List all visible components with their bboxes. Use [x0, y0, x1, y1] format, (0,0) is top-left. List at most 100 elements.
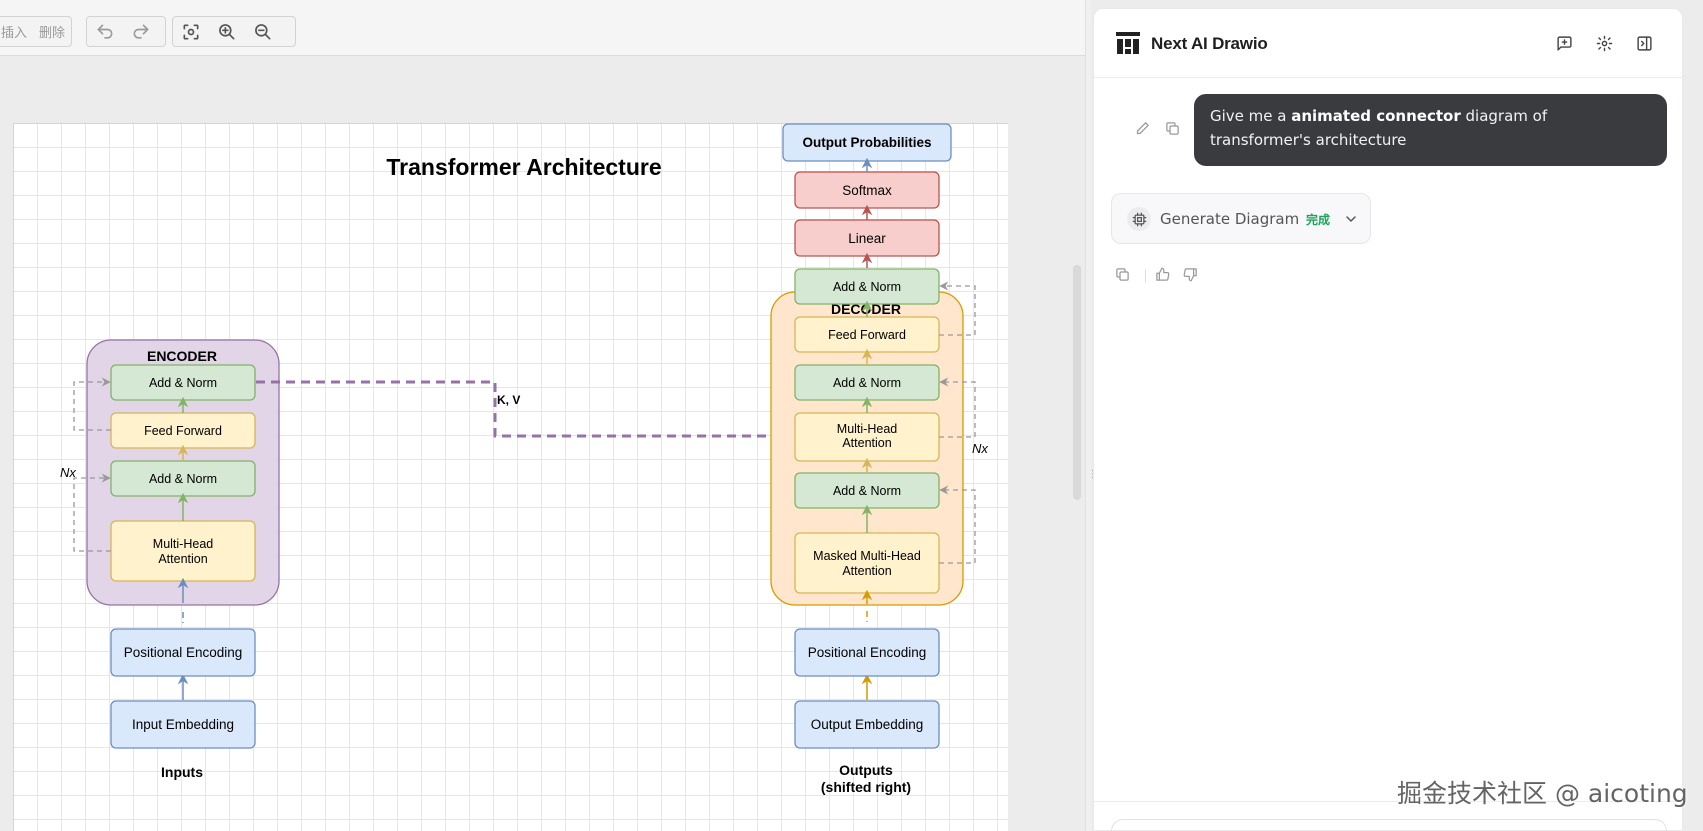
message-prefix: Give me a	[1210, 107, 1292, 125]
kv-label: K, V	[497, 393, 520, 407]
svg-text:Output Probabilities: Output Probabilities	[802, 135, 931, 150]
fit-screen-icon	[183, 24, 199, 40]
user-message-bubble: Give me a animated connector diagram of …	[1194, 94, 1667, 166]
tool-status-badge: 完成	[1306, 213, 1331, 227]
undo-button[interactable]	[87, 17, 123, 46]
output-embedding[interactable]: Output Embedding	[794, 700, 940, 749]
diagram-editor: 插入 删除	[0, 0, 1085, 831]
panel-header: Next AI Drawio	[1094, 9, 1684, 78]
decoder-add-norm-middle[interactable]: Add & Norm	[794, 364, 940, 401]
insert-button[interactable]: 插入	[1, 26, 28, 41]
collapse-panel-icon	[1636, 35, 1652, 51]
redo-icon	[133, 24, 149, 39]
svg-text:Feed Forward: Feed Forward	[828, 328, 906, 342]
tool-label: Generate Diagram	[1160, 210, 1300, 228]
cpu-icon	[1132, 212, 1146, 226]
settings-icon	[1596, 35, 1612, 51]
svg-text:Positional Encoding: Positional Encoding	[124, 645, 243, 660]
linear-box[interactable]: Linear	[794, 219, 940, 257]
outputs-caption-line2: (shifted right)	[821, 779, 911, 795]
outputs-caption-line1: Outputs	[839, 762, 893, 778]
copy-message-button[interactable]	[1165, 121, 1183, 139]
encoder-feed-forward[interactable]: Feed Forward	[110, 412, 256, 449]
decoder-positional-encoding[interactable]: Positional Encoding	[794, 628, 940, 677]
softmax-box[interactable]: Softmax	[794, 171, 940, 209]
edit-group: 插入 删除	[0, 16, 72, 47]
delete-button[interactable]: 删除	[39, 26, 66, 41]
editor-toolbar: 插入 删除	[0, 0, 1085, 56]
fit-screen-button[interactable]	[173, 17, 209, 46]
svg-text:Add & Norm: Add & Norm	[833, 376, 901, 390]
svg-text:Add & Norm: Add & Norm	[149, 472, 217, 486]
copy-icon	[1166, 122, 1179, 135]
decoder-add-norm-bottom[interactable]: Add & Norm	[794, 472, 940, 509]
chat-input[interactable]	[1111, 819, 1667, 831]
decoder-feed-forward[interactable]: Feed Forward	[794, 316, 940, 353]
thumbs-down-button[interactable]	[1183, 267, 1201, 285]
chevron-down-icon[interactable]	[1343, 211, 1359, 227]
encoder-mha-line2: Attention	[158, 552, 207, 566]
decoder-masked-line1: Masked Multi-Head	[813, 549, 921, 563]
zoom-in-button[interactable]	[209, 17, 245, 46]
zoom-in-icon	[219, 23, 235, 40]
svg-text:Add & Norm: Add & Norm	[833, 484, 901, 498]
message-suffix: diagram of transformer's architecture	[1210, 107, 1548, 149]
svg-text:Linear: Linear	[848, 231, 886, 246]
encoder-nx-label: Nx	[60, 465, 76, 480]
decoder-nx-label: Nx	[972, 441, 988, 456]
zoom-out-icon	[255, 23, 271, 40]
zoom-group	[172, 16, 296, 47]
composer-divider	[1094, 801, 1684, 802]
copy-response-button[interactable]	[1115, 267, 1133, 285]
input-embedding[interactable]: Input Embedding	[110, 700, 256, 749]
decoder-add-norm-top[interactable]: Add & Norm	[794, 268, 940, 305]
pencil-icon	[1136, 122, 1149, 135]
vertical-scrollbar[interactable]	[1073, 265, 1081, 500]
encoder-add-norm-top[interactable]: Add & Norm	[110, 364, 256, 401]
new-chat-icon	[1556, 35, 1572, 51]
redo-button[interactable]	[123, 17, 159, 46]
diagram-title[interactable]: Transformer Architecture	[386, 154, 661, 180]
svg-text:Input Embedding: Input Embedding	[132, 717, 234, 732]
svg-text:Softmax: Softmax	[842, 183, 892, 198]
svg-text:Output Embedding: Output Embedding	[811, 717, 924, 732]
tool-icon-wrap	[1127, 207, 1151, 231]
encoder-label: ENCODER	[147, 348, 217, 364]
transformer-diagram[interactable]: Transformer Architecture ENCODER Add & N…	[0, 0, 1085, 831]
svg-text:Add & Norm: Add & Norm	[149, 376, 217, 390]
chat-panel: Next AI Drawio Give me a animated connec…	[1093, 8, 1684, 831]
settings-button[interactable]	[1593, 32, 1615, 54]
logo-icon	[1116, 32, 1140, 54]
svg-text:Add & Norm: Add & Norm	[833, 280, 901, 294]
thumbs-up-button[interactable]	[1155, 267, 1173, 285]
panel-splitter[interactable]	[1085, 0, 1091, 831]
output-probabilities-box[interactable]: Output Probabilities	[782, 123, 952, 162]
encoder-mha-line1: Multi-Head	[153, 537, 213, 551]
copy-icon	[1116, 268, 1129, 281]
encoder-positional-encoding[interactable]: Positional Encoding	[110, 628, 256, 677]
decoder-mha-line1: Multi-Head	[837, 422, 897, 436]
kv-connector[interactable]	[256, 380, 798, 447]
app-name: Next AI Drawio	[1151, 34, 1268, 53]
svg-text:Positional Encoding: Positional Encoding	[808, 645, 927, 660]
generate-diagram-tool-card[interactable]: Generate Diagram 完成	[1111, 193, 1371, 244]
feedback-divider	[1145, 269, 1146, 283]
decoder-masked-line2: Attention	[842, 564, 891, 578]
encoder-add-norm-bottom[interactable]: Add & Norm	[110, 460, 256, 497]
edit-message-button[interactable]	[1135, 121, 1153, 139]
zoom-out-button[interactable]	[245, 17, 281, 46]
undo-icon	[97, 24, 113, 39]
new-chat-button[interactable]	[1553, 32, 1575, 54]
collapse-panel-button[interactable]	[1633, 32, 1655, 54]
message-bold: animated connector	[1291, 107, 1461, 125]
inputs-caption: Inputs	[161, 764, 203, 780]
watermark: 掘金技术社区 @ aicoting	[1397, 779, 1688, 808]
history-group	[86, 16, 166, 47]
